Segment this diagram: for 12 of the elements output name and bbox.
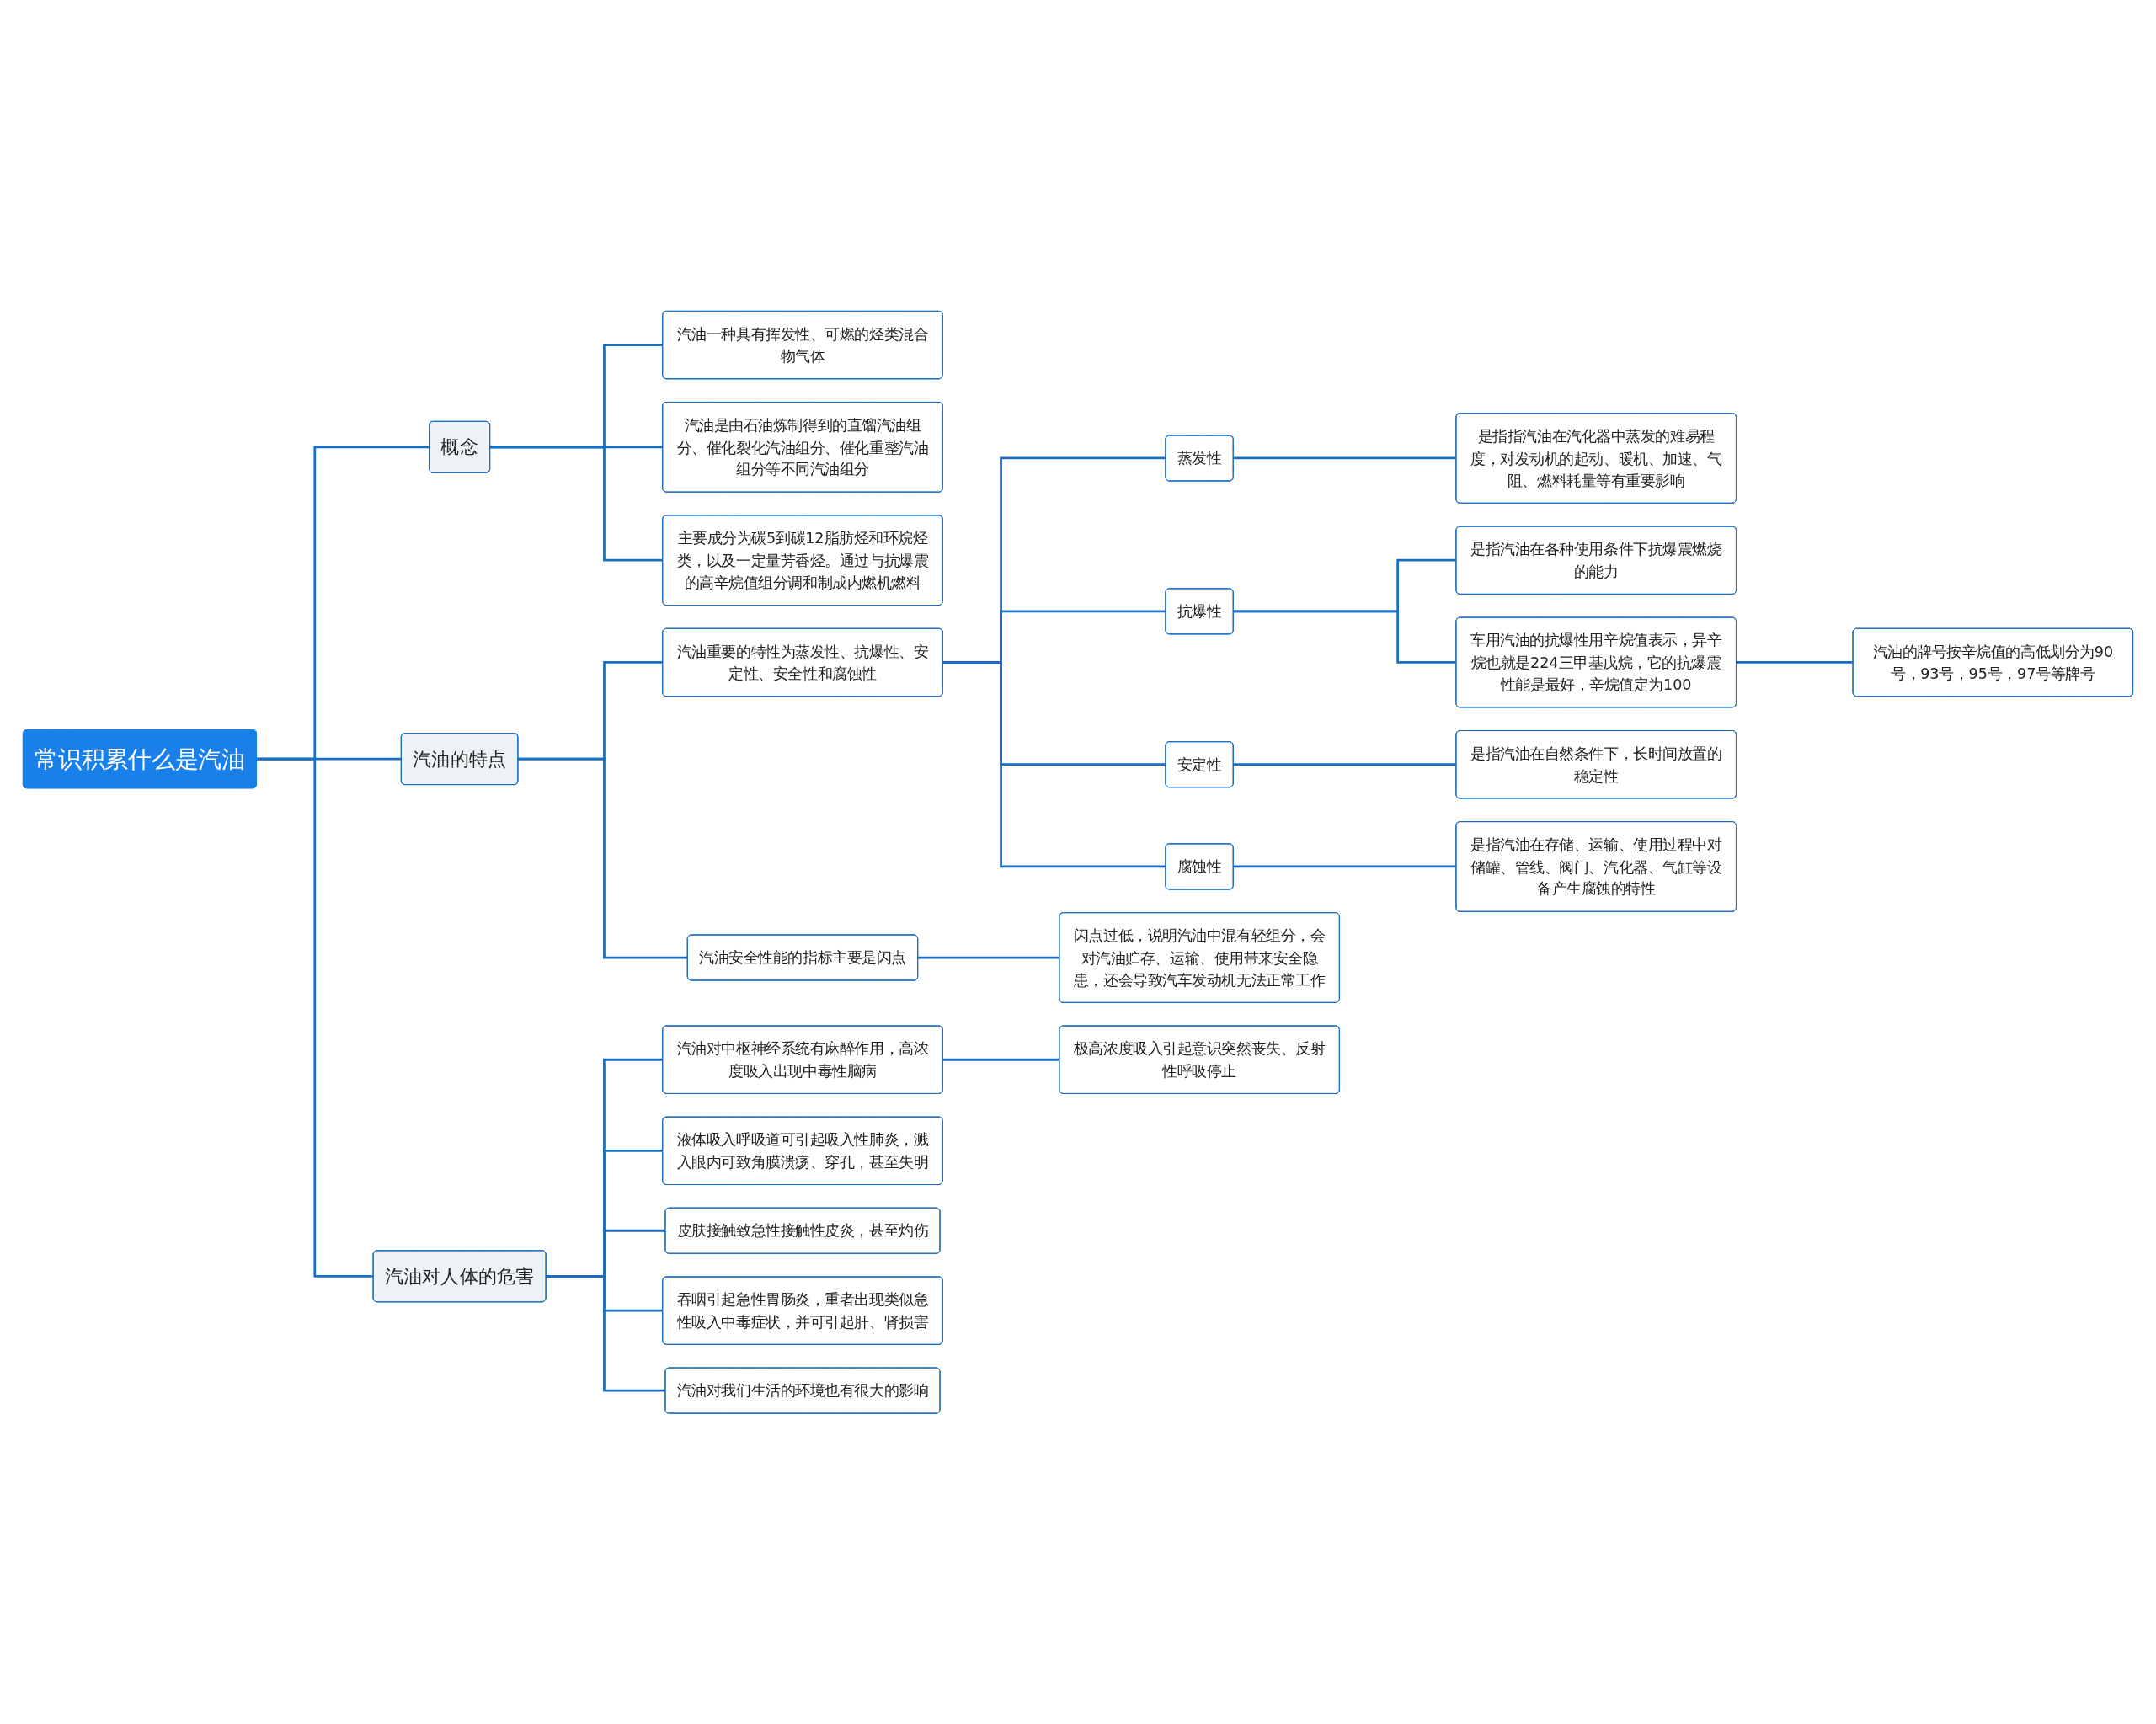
- connector: [256, 757, 374, 1278]
- connector: [942, 660, 1166, 868]
- connector: [1233, 865, 1456, 868]
- connector: [1233, 610, 1456, 664]
- connector: [489, 446, 663, 562]
- connector: [1233, 763, 1456, 766]
- connector: [942, 1058, 1059, 1061]
- connector: [517, 757, 688, 959]
- connector: [1736, 660, 1854, 664]
- connector: [1233, 456, 1456, 460]
- connector: [917, 956, 1059, 959]
- connector: [546, 1274, 665, 1392]
